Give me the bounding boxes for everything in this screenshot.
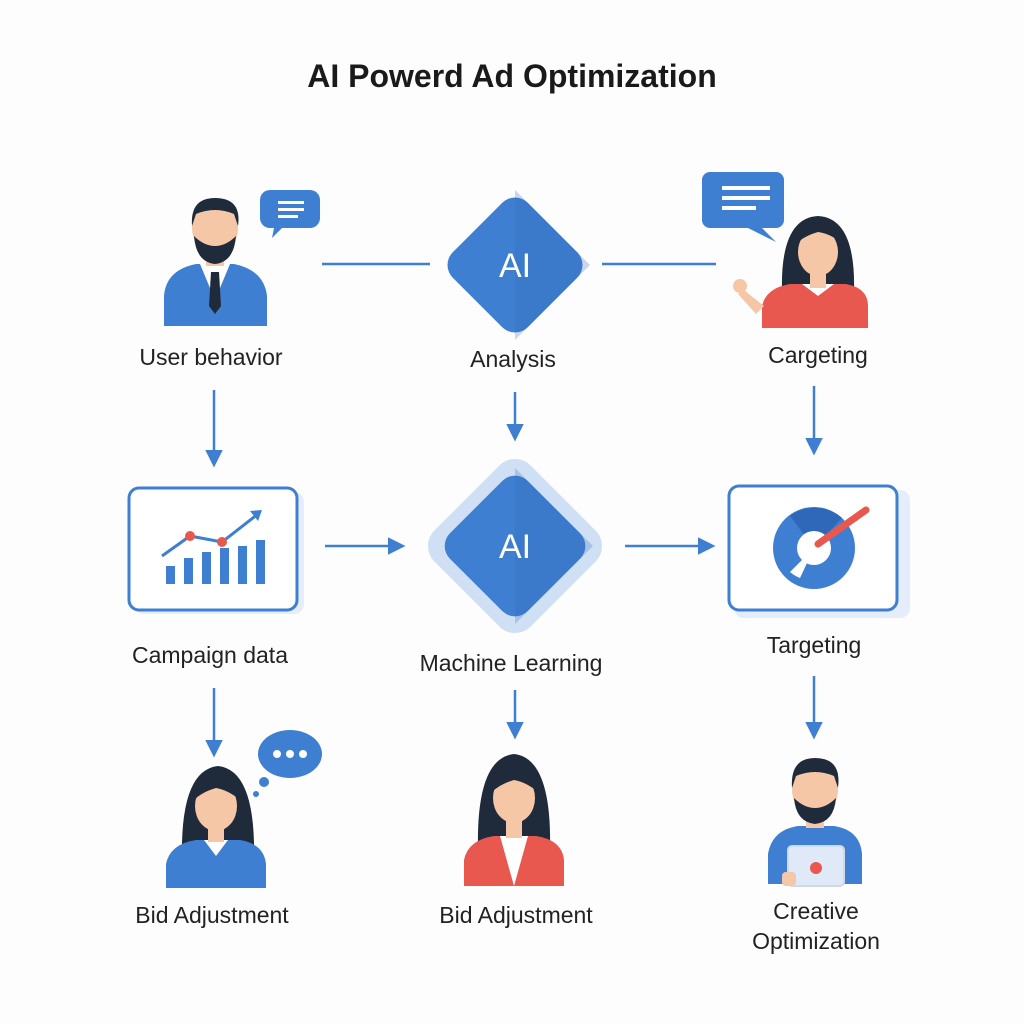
woman-with-thought-bubble-icon	[166, 730, 322, 888]
label-user-behavior: User behavior	[139, 344, 283, 370]
label-targeting: Targeting	[766, 632, 862, 658]
page-title: AI Powerd Ad Optimization	[307, 58, 717, 94]
ml-ai-text: AI	[499, 528, 531, 566]
target-icon	[727, 484, 910, 618]
ai-diamond-halo-icon	[427, 458, 603, 634]
label-creative-optimization: Creative Optimization	[686, 896, 946, 956]
woman-with-speech-bubble-icon	[702, 172, 868, 328]
woman-avatar-icon	[464, 754, 564, 886]
analysis-ai-text: AI	[499, 247, 531, 285]
label-analysis: Analysis	[470, 346, 556, 372]
bar-chart-icon	[127, 486, 304, 614]
label-cargeting: Cargeting	[768, 342, 868, 368]
man-with-laptop-icon	[768, 758, 862, 887]
label-machine-learning: Machine Learning	[419, 650, 603, 676]
ai-diamond-icon	[447, 190, 590, 340]
man-with-speech-bubble-icon	[164, 190, 320, 326]
label-bid-adjustment-1: Bid Adjustment	[135, 902, 289, 928]
label-bid-adjustment-2: Bid Adjustment	[439, 902, 593, 928]
label-campaign-data: Campaign data	[132, 642, 288, 668]
label-creative-line2: Optimization	[752, 928, 880, 954]
label-creative-line1: Creative	[773, 898, 859, 924]
